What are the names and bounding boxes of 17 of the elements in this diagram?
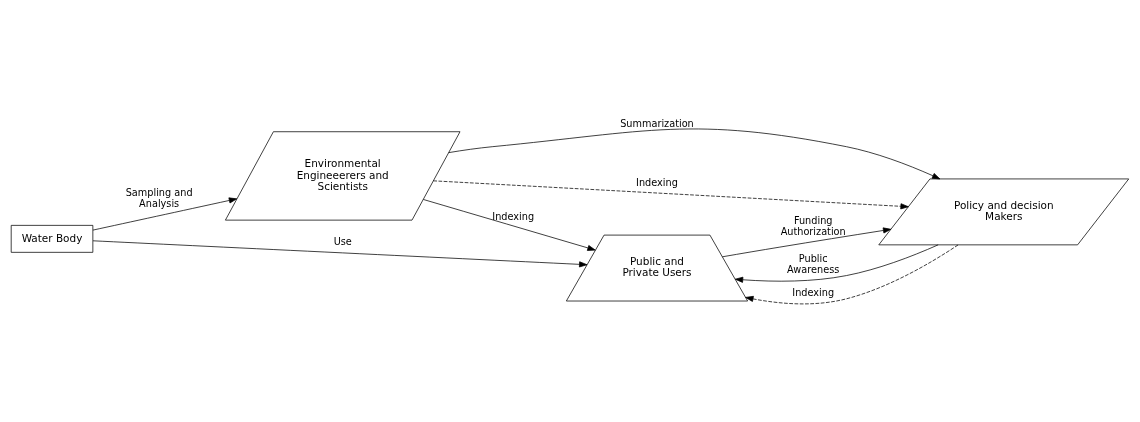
arrow bbox=[92, 197, 238, 230]
arrow bbox=[745, 244, 959, 304]
node-box: Water Body bbox=[10, 224, 94, 253]
edge-label: Use bbox=[333, 235, 352, 247]
arrow bbox=[423, 198, 596, 251]
arrow bbox=[433, 179, 909, 209]
edge-label: Funding Authorization bbox=[780, 214, 846, 237]
edge-label: Indexing bbox=[492, 210, 535, 222]
edge-label: Indexing bbox=[636, 176, 678, 188]
edge-label: Indexing bbox=[792, 286, 835, 298]
edge-label: Summarization bbox=[620, 117, 694, 129]
edge-label: Public Awareness bbox=[787, 252, 840, 275]
arrow bbox=[448, 128, 941, 179]
arrow bbox=[734, 243, 939, 283]
arrow bbox=[722, 226, 892, 257]
edge-label: Sampling and Analysis bbox=[125, 186, 193, 209]
arrow bbox=[92, 239, 588, 267]
